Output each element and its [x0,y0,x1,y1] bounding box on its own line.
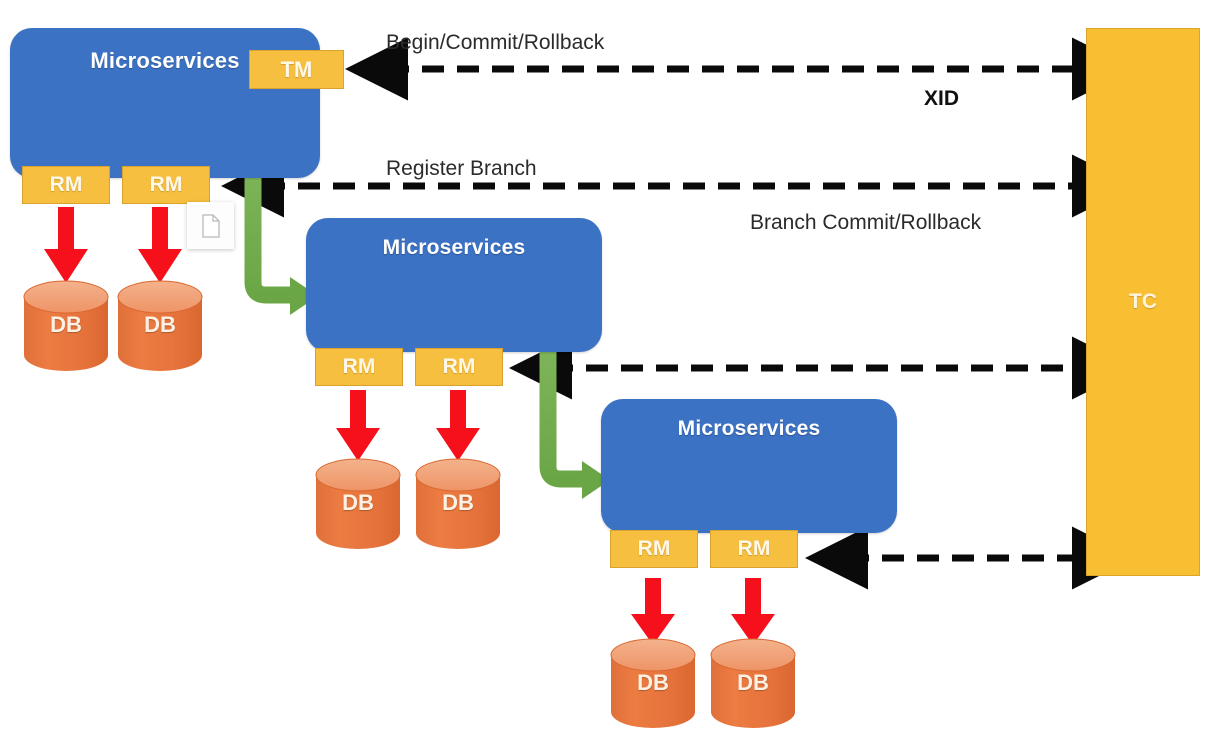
red-arrow-rm-db-6 [731,578,775,645]
red-arrow-rm-db-3 [336,390,380,461]
red-arrow-rm-db-4 [436,390,480,461]
tm-tag-top[interactable]: TM [249,50,344,89]
tc-label: TC [1129,290,1157,313]
rm-label: RM [149,173,183,196]
label-register-branch: Register Branch [386,157,537,180]
db-cylinder [415,458,501,549]
rm-label: RM [737,537,771,560]
db-cylinder [23,280,109,371]
rm-tag[interactable]: RM [315,348,403,386]
rm-tag[interactable]: RM [22,166,110,204]
label-xid: XID [924,87,960,110]
document-card[interactable] [187,202,234,249]
transaction-coordinator-box[interactable]: TC [1086,28,1200,576]
rm-tag[interactable]: RM [122,166,210,204]
red-arrow-rm-db-2 [138,207,182,283]
microservice-box-bottom[interactable]: Microservices [601,399,897,533]
document-icon [201,213,220,238]
microservice-label: Microservices [90,48,240,73]
rm-label: RM [442,355,476,378]
microservice-label: Microservices [382,236,526,259]
green-call-arrow-2 [539,345,610,499]
red-arrow-rm-db-5 [631,578,675,645]
red-arrow-rm-db-1 [44,207,88,283]
rm-tag[interactable]: RM [710,530,798,568]
rm-label: RM [49,173,83,196]
db-cylinder [117,280,203,371]
db-cylinder [315,458,401,549]
tm-label: TM [280,56,313,82]
rm-tag[interactable]: RM [610,530,698,568]
label-begin-commit-rollback: Begin/Commit/Rollback [386,31,605,54]
microservice-label: Microservices [677,417,821,440]
green-call-arrow-1 [244,162,318,315]
rm-label: RM [342,355,376,378]
db-cylinder [710,638,796,728]
label-branch-commit-rollback: Branch Commit/Rollback [750,211,982,234]
microservice-box-middle[interactable]: Microservices [306,218,602,352]
rm-tag[interactable]: RM [415,348,503,386]
db-cylinder [610,638,696,728]
rm-label: RM [637,537,671,560]
